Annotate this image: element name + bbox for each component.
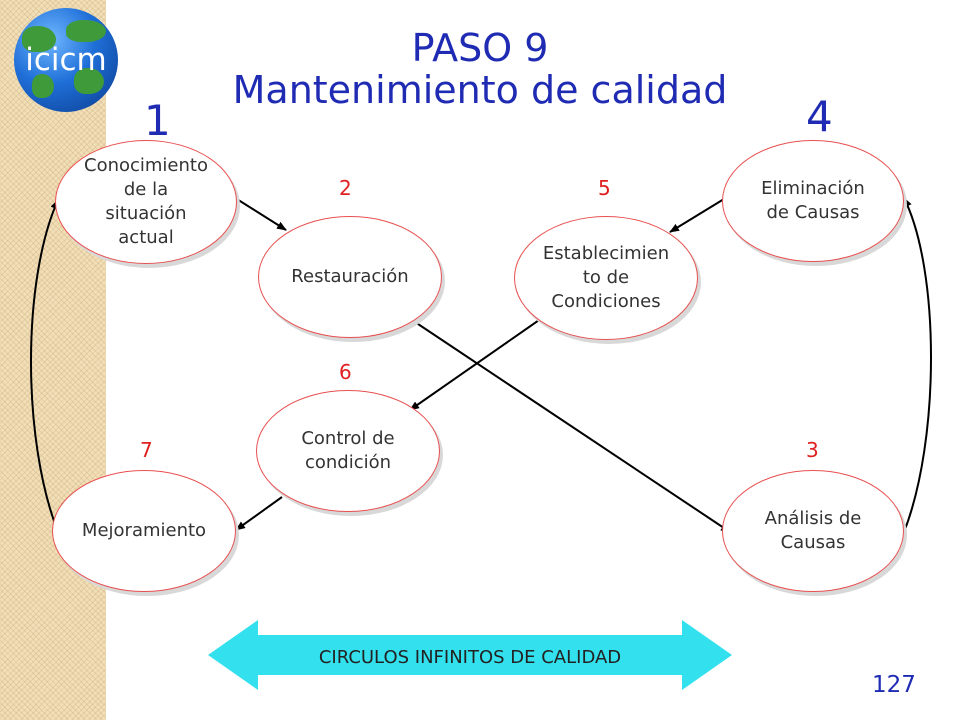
arrow-restauracion-to-analisis (411, 319, 731, 533)
node-control-label: Control de condición (301, 428, 395, 473)
node-restauracion: Restauración (258, 216, 442, 338)
step-number-establecimiento: 5 (598, 176, 611, 200)
arrow-analisis-to-eliminacion (903, 197, 932, 533)
node-eliminacion-label: Eliminación de Causas (761, 178, 865, 223)
title-line-2: Mantenimiento de calidad (232, 68, 728, 112)
step-number-analisis: 3 (806, 438, 819, 462)
arrow-establecimiento-to-control (409, 317, 543, 411)
node-analisis: Análisis de Causas (722, 470, 904, 592)
banner-label: CIRCULOS INFINITOS DE CALIDAD (318, 647, 622, 668)
title-line-1: PASO 9 (411, 26, 549, 70)
node-eliminacion: Eliminación de Causas (722, 140, 904, 262)
big-number-left: 1 (144, 96, 171, 145)
big-number-right: 4 (806, 92, 833, 141)
step-number-control: 6 (339, 360, 352, 384)
arrow-conocimiento-to-restauracion (231, 195, 287, 231)
globe-logo-icon: icicm (14, 8, 118, 112)
node-mejoramiento-label: Mejoramiento (81, 520, 207, 541)
step-number-restauracion: 2 (339, 176, 352, 200)
decorative-sidebar (0, 0, 106, 720)
arrow-eliminacion-to-establecimiento (669, 198, 725, 233)
page-title: PASO 9 Mantenimiento de calidad (200, 24, 760, 114)
node-restauracion-label: Restauración (291, 266, 409, 287)
node-mejoramiento: Mejoramiento (52, 470, 236, 592)
node-conocimiento: Conocimiento de la situación actual (55, 140, 237, 264)
arrow-control-to-mejoramiento (235, 496, 283, 531)
node-conocimiento-label: Conocimiento de la situación actual (84, 155, 208, 248)
node-establecimiento: Establecimien to de Condiciones (514, 216, 698, 340)
node-establecimiento-label: Establecimien to de Condiciones (542, 243, 670, 312)
node-control: Control de condición (256, 390, 440, 512)
arrow-mejoramiento-to-conocimiento (30, 199, 59, 533)
step-number-mejoramiento: 7 (140, 438, 153, 462)
node-analisis-label: Análisis de Causas (764, 508, 862, 553)
double-arrow-banner-shape (208, 620, 732, 690)
logo-text: icicm (25, 42, 107, 78)
page-number: 127 (872, 672, 916, 698)
